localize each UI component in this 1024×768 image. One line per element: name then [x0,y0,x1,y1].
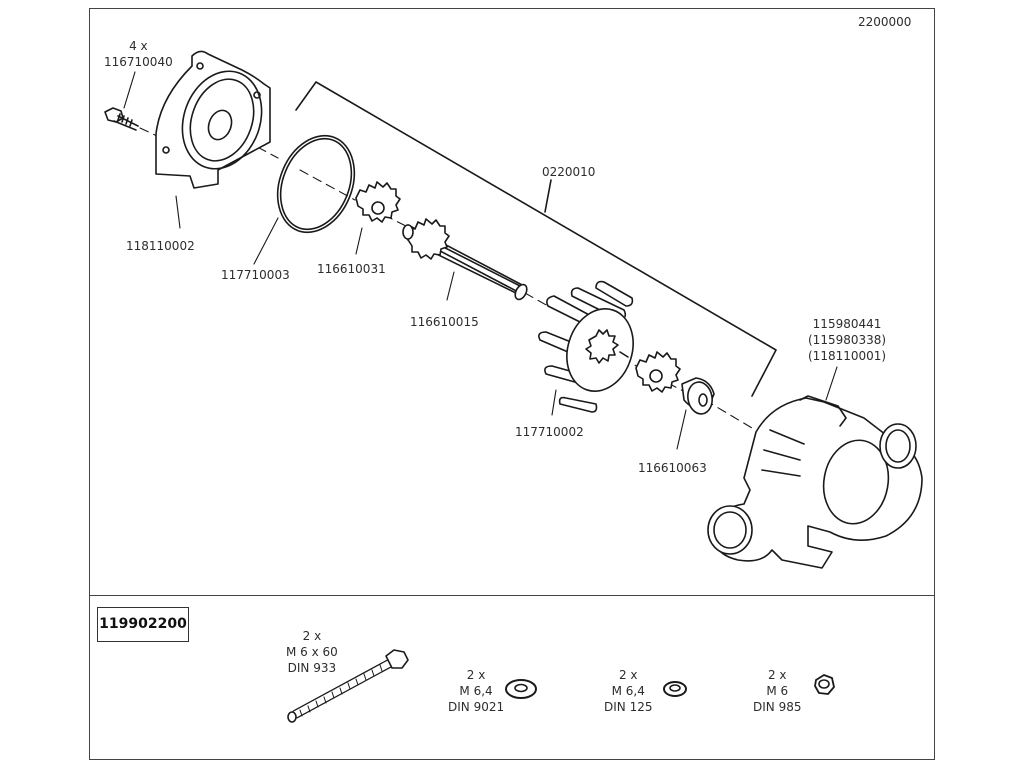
pump-housing-icon [707,395,923,569]
diagram-frame [89,8,935,760]
kit-size: M 6,4 [459,684,493,698]
impeller-icon [538,280,634,413]
part-qty: 4 x [129,39,148,53]
o-ring-icon [276,134,356,234]
kit-size: M 6,4 [611,684,645,698]
leader-lines [123,71,838,450]
shaft-icon [402,218,528,301]
kit-qty: 2 x [466,668,486,682]
part-number-alt: (118110001) [808,349,887,363]
bolt-icon [287,649,409,723]
kit-standard: DIN 9021 [448,700,505,714]
gear-icon [635,351,681,393]
kit-item-washer: 2 x M 6,4 DIN 125 [604,667,652,715]
part-label-impeller: 117710002 [515,425,584,439]
kit-part-number: 119902200 [97,607,189,642]
kit-qty: 2 x [767,668,787,682]
kit-size: M 6 x 60 [286,645,338,659]
drawing-number: 2200000 [858,15,912,29]
gear-icon [355,181,401,223]
assembly-bracket [295,81,777,397]
kit-item-lock-nut: 2 x M 6 DIN 985 [753,667,801,715]
kit-item-bolt: 2 x M 6 x 60 DIN 933 [286,628,338,676]
large-washer-icon [505,679,537,699]
kit-item-large-washer: 2 x M 6,4 DIN 9021 [448,667,504,715]
part-label-housing: 115980441 (115980338) (118110001) [808,316,886,364]
screw-icon [104,107,139,131]
cover-plate-icon [155,50,271,189]
kit-qty: 2 x [618,668,638,682]
kit-qty: 2 x [302,629,322,643]
part-label-assembly: 0220010 [542,165,596,179]
kit-standard: DIN 985 [753,700,802,714]
part-label-shaft: 116610015 [410,315,479,329]
part-label-o-ring: 117710003 [221,268,290,282]
part-number: 115980441 [812,317,882,331]
washer-icon [663,681,687,697]
part-number: 116710040 [104,55,173,69]
kit-standard: DIN 933 [287,661,337,675]
part-label-cover: 118110002 [126,239,195,253]
section-divider [89,595,935,596]
part-label-small-gear: 116610031 [317,262,386,276]
kit-standard: DIN 125 [604,700,653,714]
part-label-bushing: 116610063 [638,461,707,475]
lock-nut-icon [814,674,835,695]
bushing-icon [681,377,715,415]
part-label-screw: 4 x 116710040 [104,38,173,70]
part-number-alt: (115980338) [808,333,887,347]
kit-size: M 6 [766,684,789,698]
